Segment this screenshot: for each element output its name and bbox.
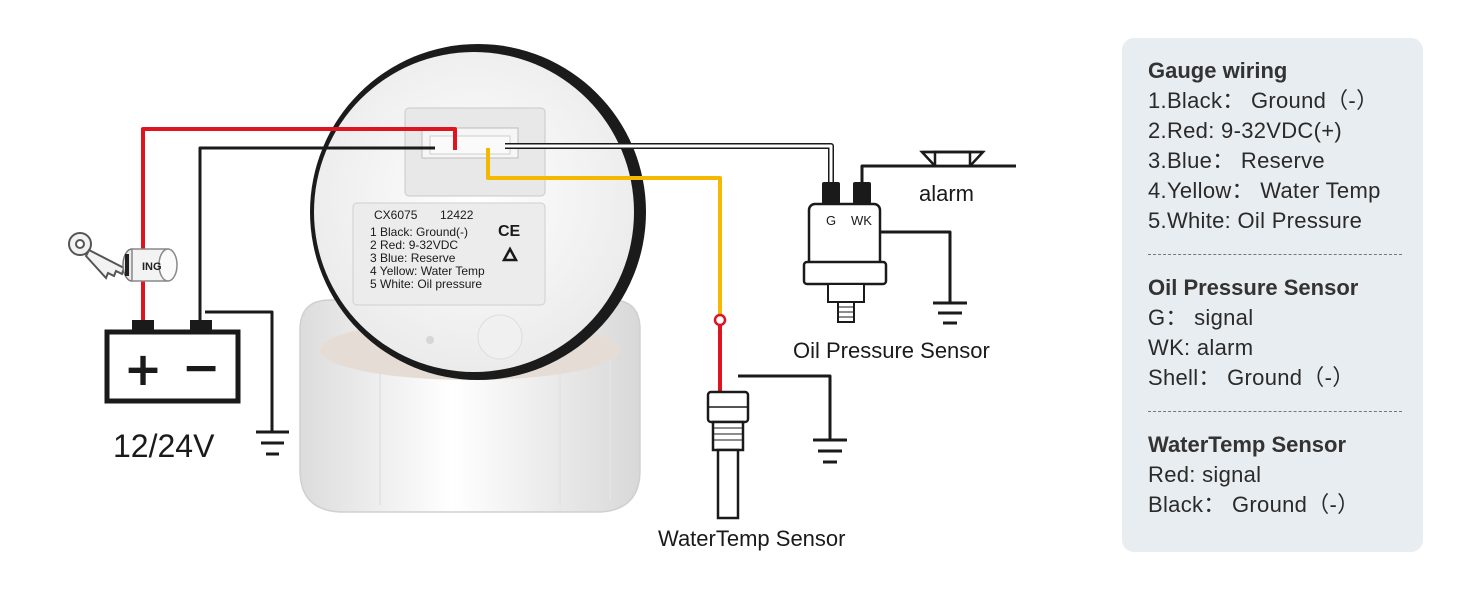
- ground-symbol-water: [813, 438, 847, 464]
- water-temp-item: Red: signal: [1148, 462, 1262, 487]
- gauge-wiring-item: 2.Red: 9-32VDC(+): [1148, 118, 1343, 143]
- oil-pressure-section: Oil Pressure Sensor G： signal WK: alarm …: [1148, 273, 1423, 393]
- red-wire: [141, 127, 457, 325]
- gauge-wiring-section: Gauge wiring 1.Black： Ground（-） 2.Red: 9…: [1148, 56, 1423, 236]
- water-temp-item: Black： Ground（-）: [1148, 492, 1360, 517]
- ignition-label: ING: [142, 261, 162, 273]
- oil-pressure-sensor: G WK: [802, 182, 888, 323]
- oil-pressure-title: Oil Pressure Sensor: [1148, 275, 1359, 300]
- gauge-wiring-title: Gauge wiring: [1148, 58, 1288, 83]
- oil-terminal-g: G: [826, 213, 836, 228]
- gauge-wiring-item: 4.Yellow： Water Temp: [1148, 178, 1381, 203]
- voltage-label: 12/24V: [113, 428, 215, 464]
- gauge-label-line-4: 4 Yellow: Water Temp: [370, 264, 485, 278]
- oil-sensor-label: Oil Pressure Sensor: [793, 338, 990, 363]
- wiring-legend-panel: Gauge wiring 1.Black： Ground（-） 2.Red: 9…: [1122, 38, 1423, 552]
- gauge-label-line-3: 3 Blue: Reserve: [370, 251, 456, 265]
- water-ground-wire: [738, 374, 832, 440]
- key-icon: [68, 232, 126, 280]
- gauge-code: 12422: [440, 208, 474, 222]
- ce-mark: CE: [498, 223, 521, 240]
- ground-symbol-battery: [256, 430, 289, 456]
- oil-ground-wire: [878, 230, 952, 303]
- gauge-label-line-2: 2 Red: 9-32VDC: [370, 238, 458, 252]
- gauge-wiring-item: 3.Blue： Reserve: [1148, 148, 1325, 173]
- water-sensor-label: WaterTemp Sensor: [658, 526, 845, 551]
- yellow-red-junction: [713, 313, 727, 327]
- wires: [141, 127, 1016, 440]
- ground-symbol-oil: [933, 301, 967, 325]
- black-wire: [198, 146, 435, 325]
- water-temp-title: WaterTemp Sensor: [1148, 432, 1347, 457]
- gauge-label-line-5: 5 White: Oil pressure: [370, 277, 482, 291]
- oil-pressure-item: G： signal: [1148, 305, 1254, 330]
- water-temp-section: WaterTemp Sensor Red: signal Black： Grou…: [1148, 430, 1423, 520]
- panel-divider: [1148, 254, 1402, 255]
- gauge-model: CX6075: [374, 208, 418, 222]
- battery: + −: [104, 320, 241, 404]
- water-temp-sensor: [706, 390, 750, 520]
- gauge-body: [310, 44, 646, 380]
- yellow-wire: [486, 148, 722, 320]
- alarm-label: alarm: [919, 181, 974, 206]
- panel-divider: [1148, 411, 1402, 412]
- battery-plus: +: [124, 342, 163, 396]
- gauge-label-sticker: CX6075 12422 1 Black: Ground(-) 2 Red: 9…: [370, 208, 521, 291]
- battery-ground-wire: [205, 310, 274, 432]
- recycle-icon: [501, 246, 519, 262]
- oil-pressure-item: WK: alarm: [1148, 335, 1254, 360]
- gauge-label-line-1: 1 Black: Ground(-): [370, 225, 468, 239]
- oil-pressure-item: Shell： Ground（-）: [1148, 365, 1355, 390]
- gauge-wiring-item: 5.White: Oil Pressure: [1148, 208, 1363, 233]
- alarm-wire: [860, 164, 1016, 182]
- alarm-horn-icon: [919, 150, 986, 168]
- battery-minus: −: [182, 340, 221, 394]
- ignition-switch: ING: [68, 232, 178, 282]
- gauge-wiring-item: 1.Black： Ground（-）: [1148, 88, 1379, 113]
- oil-terminal-wk: WK: [851, 213, 872, 228]
